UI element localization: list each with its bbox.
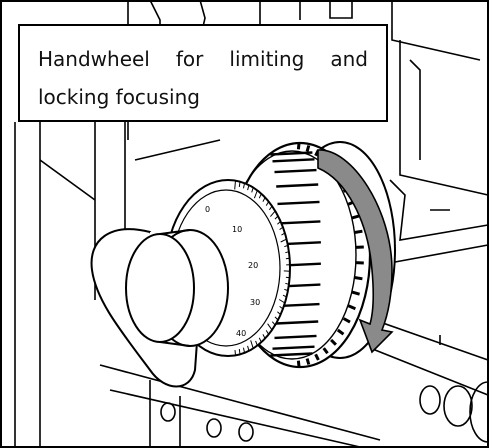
- knurl-ridge: [274, 334, 317, 340]
- dial-tick: [247, 185, 250, 191]
- curved-arrow-icon: [317, 149, 394, 354]
- dial-tick: [278, 299, 286, 304]
- dial-tick: [265, 330, 270, 335]
- dial-tick: [277, 311, 281, 315]
- dial-tick: [251, 187, 254, 193]
- grip-tooth: [296, 143, 301, 150]
- knurl-ridge: [278, 220, 321, 225]
- dial-tick: [267, 323, 273, 331]
- center-knob: [125, 229, 229, 347]
- dial-tick: [271, 321, 276, 326]
- dial-tick: [258, 193, 262, 199]
- knurl-ridge: [276, 183, 319, 188]
- grip-tooth: [351, 214, 361, 220]
- dial-tick: [270, 210, 276, 217]
- grip-tooth: [354, 229, 363, 234]
- dial-tick: [253, 190, 258, 199]
- dial-tick: [238, 181, 241, 187]
- dial-tick: [285, 282, 290, 285]
- dial-tick: [262, 197, 266, 202]
- dial-tick: [258, 337, 262, 343]
- grip-tooth: [351, 290, 361, 296]
- knurl-ridge: [274, 168, 317, 174]
- grip-tooth: [347, 304, 356, 311]
- grip-tooth: [305, 145, 311, 152]
- dial-label-40: 40: [236, 329, 246, 338]
- knurl-ridge: [270, 352, 313, 357]
- knurl-ridge: [276, 320, 319, 325]
- grip-tooth: [336, 328, 345, 336]
- dial-tick: [279, 306, 284, 310]
- grip-tooth: [330, 338, 337, 346]
- dial-tick: [284, 244, 289, 248]
- knurl-ridge: [272, 158, 315, 163]
- dial-tick: [281, 232, 286, 236]
- dial-tick: [247, 345, 250, 351]
- grip-tooth: [342, 317, 351, 324]
- dial-tick: [234, 350, 236, 356]
- dial-tick: [279, 226, 284, 230]
- dial-tick: [277, 221, 281, 225]
- dial-tick: [284, 288, 289, 292]
- grip-tooth: [296, 360, 301, 367]
- mounting-holes: [160, 381, 489, 443]
- dial-tick: [234, 180, 236, 190]
- knurl-ridge: [272, 345, 315, 350]
- dial-tick: [262, 334, 266, 339]
- callout-text: Handwheel for limiting and locking focus…: [38, 47, 368, 109]
- dial-tick: [243, 347, 245, 353]
- dial-label-10: 10: [232, 225, 242, 234]
- dial-tick: [285, 257, 290, 260]
- dial-tick: [282, 294, 287, 298]
- dial-tick: [285, 251, 290, 254]
- dial-tick: [255, 340, 258, 346]
- grip-tooth: [305, 358, 311, 365]
- dial-tick: [268, 205, 273, 211]
- dial-tick: [274, 215, 279, 220]
- callout-box: Handwheel for limiting and locking focus…: [18, 24, 388, 122]
- dial-tick: [285, 276, 290, 279]
- dial-tick: [243, 183, 245, 189]
- grip-tooth: [314, 353, 320, 361]
- dial-label-20: 20: [248, 261, 258, 270]
- knurl-ridge: [270, 151, 313, 156]
- grip-tooth: [322, 347, 329, 355]
- dial-tick: [265, 201, 270, 206]
- dial-tick: [274, 316, 279, 321]
- dial-label-0: 0: [205, 205, 210, 214]
- dial-tick: [280, 238, 287, 243]
- knurl-ridge: [277, 200, 320, 206]
- dial-tick: [238, 349, 241, 355]
- dial-tick: [250, 340, 254, 349]
- grip-tooth: [354, 276, 363, 281]
- dial-label-30: 30: [250, 298, 260, 307]
